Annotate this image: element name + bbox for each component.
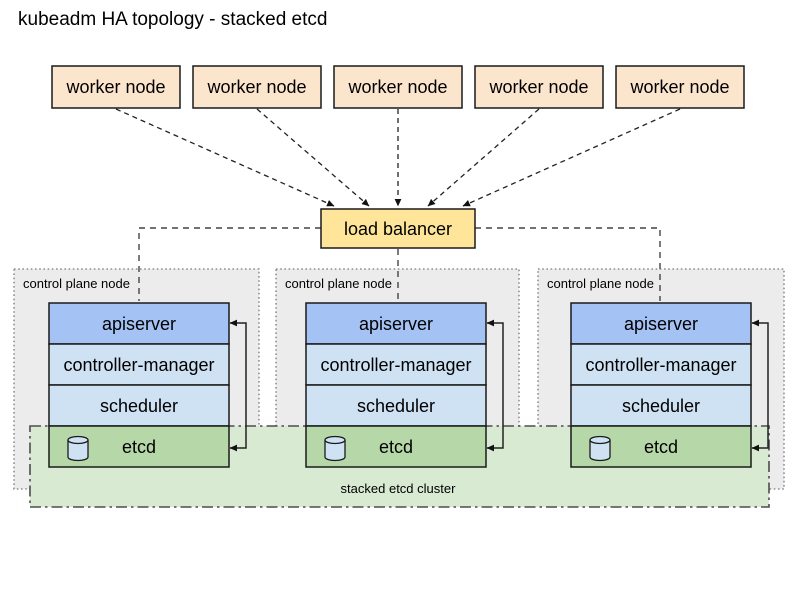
control-plane-stack-1: apiserver controller-manager scheduler e… — [48, 302, 247, 468]
scheduler-label: scheduler — [357, 396, 435, 416]
etcd-cylinder-body — [324, 440, 346, 462]
scheduler-box — [570, 384, 752, 427]
worker-node-box-1 — [51, 65, 181, 109]
etcd-label: etcd — [122, 437, 156, 457]
apiserver-box — [570, 302, 752, 345]
worker-node-label-1: worker node — [65, 77, 165, 97]
worker-node-label-5: worker node — [629, 77, 729, 97]
control-plane-node-3-label: control plane node — [547, 276, 654, 291]
apiserver-label: apiserver — [359, 314, 433, 334]
apiserver-box — [48, 302, 230, 345]
etcd-cylinder-top — [589, 435, 611, 445]
controller-manager-label: controller-manager — [320, 355, 471, 375]
load-balancer-label: load balancer — [344, 219, 452, 239]
lb-to-apiserver-connector-left — [138, 227, 321, 301]
apiserver-etcd-arrow — [229, 319, 247, 452]
scheduler-label: scheduler — [100, 396, 178, 416]
etcd-cylinder-top — [67, 435, 89, 445]
worker-4-to-lb-arrow — [427, 108, 540, 207]
load-balancer-box — [320, 208, 476, 249]
worker-5-to-lb-arrow — [462, 108, 681, 207]
apiserver-etcd-arrow — [751, 319, 769, 452]
etcd-cylinder-body — [589, 440, 611, 462]
etcd-label: etcd — [644, 437, 678, 457]
worker-node-box-3 — [333, 65, 463, 109]
worker-node-label-4: worker node — [488, 77, 588, 97]
etcd-database-icon — [589, 435, 611, 462]
worker-node-box-5 — [615, 65, 745, 109]
controller-manager-box — [570, 343, 752, 386]
worker-node-label-2: worker node — [206, 77, 306, 97]
apiserver-box — [305, 302, 487, 345]
worker-node-label-3: worker node — [347, 77, 447, 97]
controller-manager-label: controller-manager — [63, 355, 214, 375]
apiserver-label: apiserver — [102, 314, 176, 334]
etcd-cylinder-top — [324, 435, 346, 445]
worker-2-to-lb-arrow — [256, 108, 370, 207]
scheduler-label: scheduler — [622, 396, 700, 416]
worker-node-box-2 — [192, 65, 322, 109]
control-plane-node-2-label: control plane node — [285, 276, 392, 291]
control-plane-stack-2: apiserver controller-manager scheduler e… — [305, 302, 504, 468]
lb-to-apiserver-connector-right — [475, 227, 661, 301]
etcd-label: etcd — [379, 437, 413, 457]
etcd-database-icon — [324, 435, 346, 462]
controller-manager-label: controller-manager — [585, 355, 736, 375]
controller-manager-box — [48, 343, 230, 386]
apiserver-etcd-arrow — [486, 319, 504, 452]
control-plane-node-1-label: control plane node — [23, 276, 130, 291]
worker-node-box-4 — [474, 65, 604, 109]
worker-1-to-lb-arrow — [115, 108, 335, 207]
apiserver-label: apiserver — [624, 314, 698, 334]
controller-manager-box — [305, 343, 487, 386]
diagram-title: kubeadm HA topology - stacked etcd — [18, 9, 327, 30]
etcd-cylinder-body — [67, 440, 89, 462]
etcd-database-icon — [67, 435, 89, 462]
control-plane-stack-3: apiserver controller-manager scheduler e… — [570, 302, 769, 468]
scheduler-box — [305, 384, 487, 427]
stacked-etcd-cluster-label: stacked etcd cluster — [341, 481, 457, 496]
